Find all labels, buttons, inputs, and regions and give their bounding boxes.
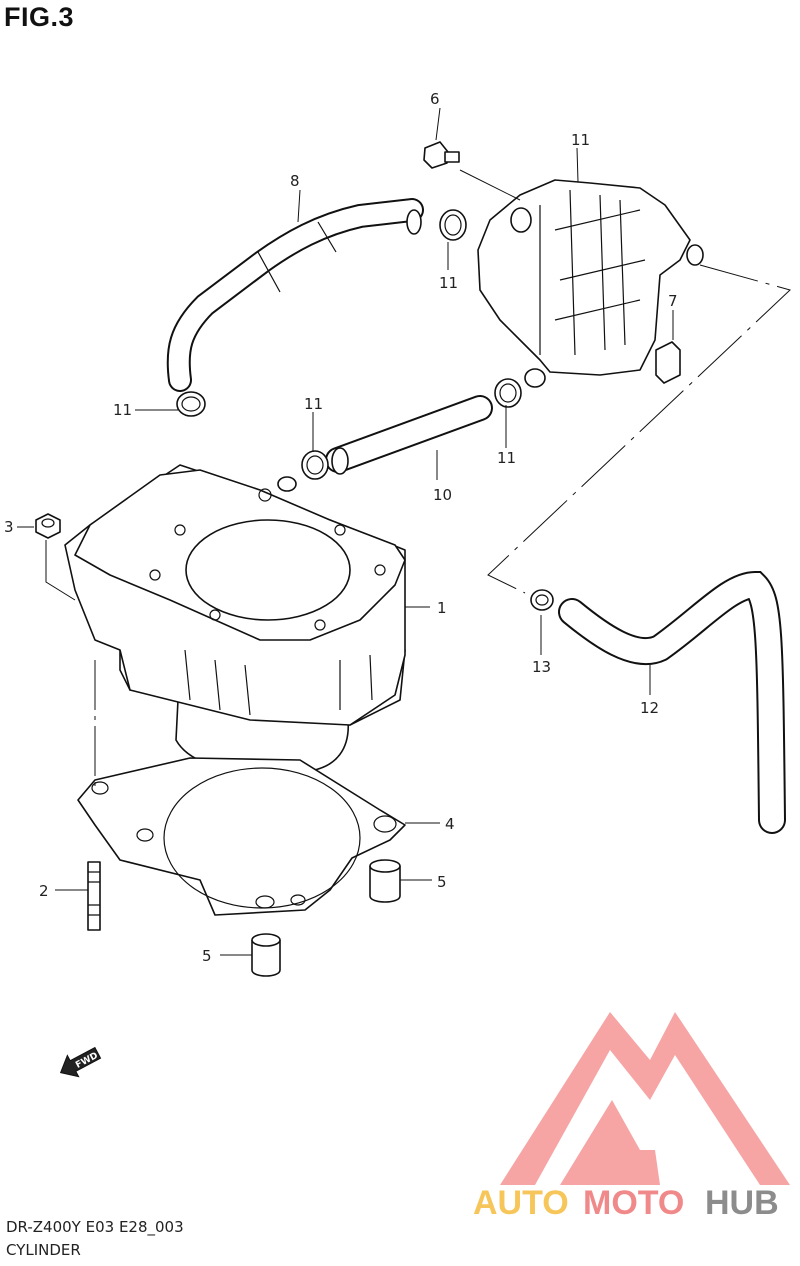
callout-11-d: 11	[497, 449, 516, 467]
watermark-text: AUTO MOTO HUB	[473, 1184, 779, 1222]
hose-12	[558, 570, 786, 834]
callout-11-b: 11	[113, 401, 132, 419]
callout-6: 11	[571, 131, 590, 149]
callouts: 6 11 8 11 7 11 11 11 10 3 1 13 12 4 5 2 …	[4, 90, 678, 965]
hose-10	[166, 198, 424, 392]
callout-5-a: 5	[437, 873, 447, 891]
callout-7: 6	[430, 90, 440, 108]
nut-3	[35, 513, 61, 539]
section-name: CYLINDER	[6, 1241, 81, 1259]
air-valve-6	[477, 179, 704, 388]
callout-9: 10	[433, 486, 452, 504]
watermark-hub: HUB	[705, 1184, 779, 1222]
hose-9	[325, 395, 493, 475]
callout-2: 2	[39, 882, 49, 900]
leader-lines	[17, 107, 791, 956]
fwd-arrow-icon: FWD	[59, 1046, 102, 1078]
stud-2	[87, 861, 101, 931]
model-code: DR-Z400Y E03 E28_003	[6, 1218, 184, 1236]
clamp-11-b	[176, 391, 206, 417]
clamp-11-c	[301, 450, 329, 480]
dowel-5-b	[251, 933, 281, 977]
callout-13: 13	[532, 658, 551, 676]
callout-5-b: 5	[202, 947, 212, 965]
dowel-5-a	[369, 859, 401, 903]
watermark-logo	[500, 1012, 790, 1185]
callout-8: 7	[668, 292, 678, 310]
watermark-auto: AUTO	[473, 1184, 569, 1222]
clip-13	[530, 589, 554, 611]
watermark-moto: MOTO	[583, 1184, 684, 1222]
cylinder-1	[64, 464, 406, 774]
callout-1: 1	[437, 599, 447, 617]
bolt-7	[423, 141, 460, 169]
clamp-11-d	[494, 378, 522, 408]
callout-11-a: 11	[439, 274, 458, 292]
clamp-11-a	[439, 209, 467, 241]
gasket-4	[77, 757, 406, 916]
callout-11-c: 11	[304, 395, 323, 413]
figure-title: FIG.3	[4, 2, 75, 32]
callout-10: 8	[290, 172, 300, 190]
callout-12: 12	[640, 699, 659, 717]
callout-3: 3	[4, 518, 14, 536]
part-8	[655, 341, 681, 384]
callout-4: 4	[445, 815, 455, 833]
